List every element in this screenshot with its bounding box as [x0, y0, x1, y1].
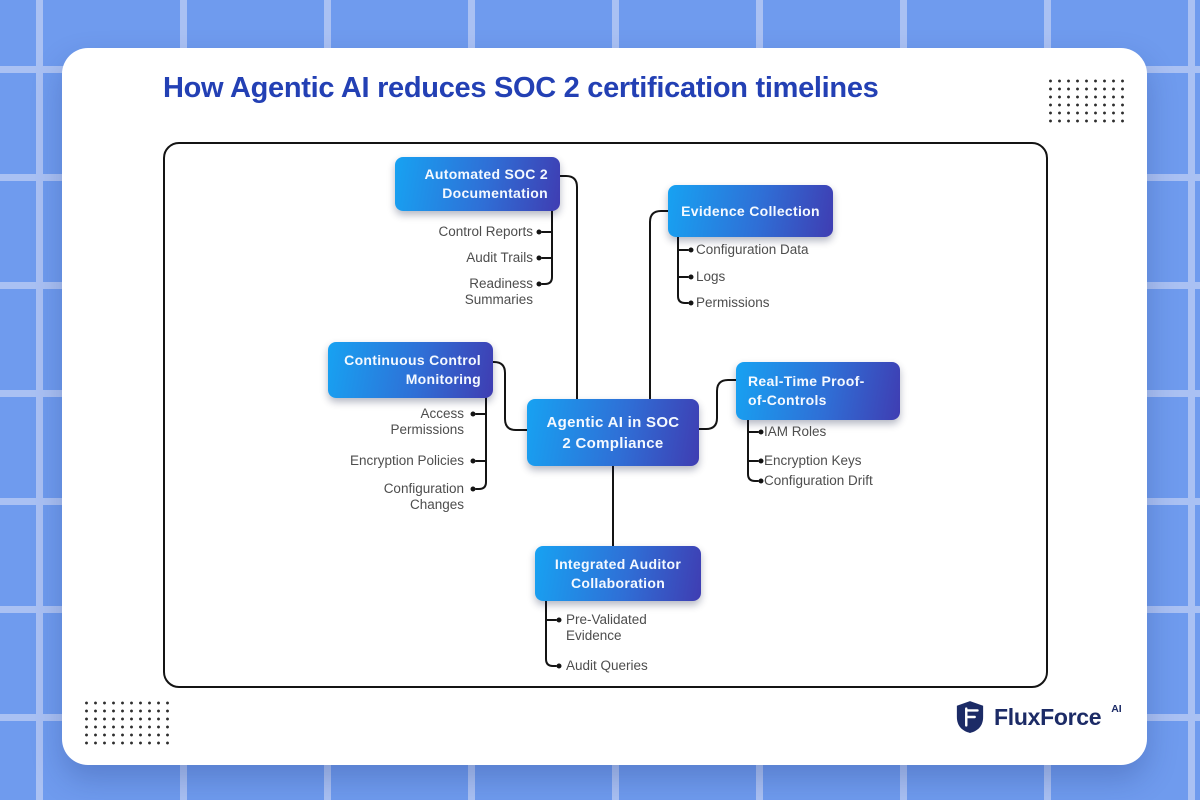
sublabel-iam-roles: IAM Roles: [764, 424, 827, 439]
sublabel-configuration-changes: Configuration Changes: [383, 481, 464, 512]
sublabel-configuration-data: Configuration Data: [696, 242, 809, 257]
node-evidence-collection: Evidence Collection: [668, 185, 833, 237]
sublabel-control-reports: Control Reports: [438, 224, 533, 239]
sublabel-encryption-policies: Encryption Policies: [349, 453, 464, 468]
sublabel-configuration-drift: Configuration Drift: [764, 473, 873, 488]
sublabel-pre-validated-evidence: Pre-Validated Evidence: [566, 612, 647, 643]
sublabel-encryption-keys: Encryption Keys: [764, 453, 862, 468]
sublabel-audit-queries: Audit Queries: [566, 658, 648, 673]
node-real-time-proof-of-controls: Real-Time Proof- of-Controls: [736, 362, 900, 420]
sublabel-permissions: Permissions: [696, 295, 770, 310]
dot-pattern-bottom-left: [82, 699, 174, 745]
node-continuous-control-monitoring: Continuous Control Monitoring: [328, 342, 493, 398]
sublabel-logs: Logs: [696, 269, 726, 284]
node-automated-soc2-documentation: Automated SOC 2 Documentation: [395, 157, 560, 211]
node-center-agentic-ai: Agentic AI in SOC 2 Compliance: [527, 399, 699, 466]
sublabel-audit-trails: Audit Trails: [466, 250, 533, 265]
shield-icon: [956, 701, 984, 733]
node-integrated-auditor-collaboration: Integrated Auditor Collaboration: [535, 546, 701, 601]
dot-pattern-top-right: [1046, 77, 1129, 124]
sublabel-access-permissions: Access Permissions: [390, 406, 464, 437]
brand-logo: FluxForce AI: [955, 700, 1122, 734]
brand-suffix: AI: [1111, 703, 1122, 715]
brand-name: FluxForce: [994, 703, 1102, 730]
diagram-frame: [163, 142, 1048, 688]
sublabel-readiness-summaries: Readiness Summaries: [464, 276, 533, 307]
page-title: How Agentic AI reduces SOC 2 certificati…: [163, 72, 879, 104]
